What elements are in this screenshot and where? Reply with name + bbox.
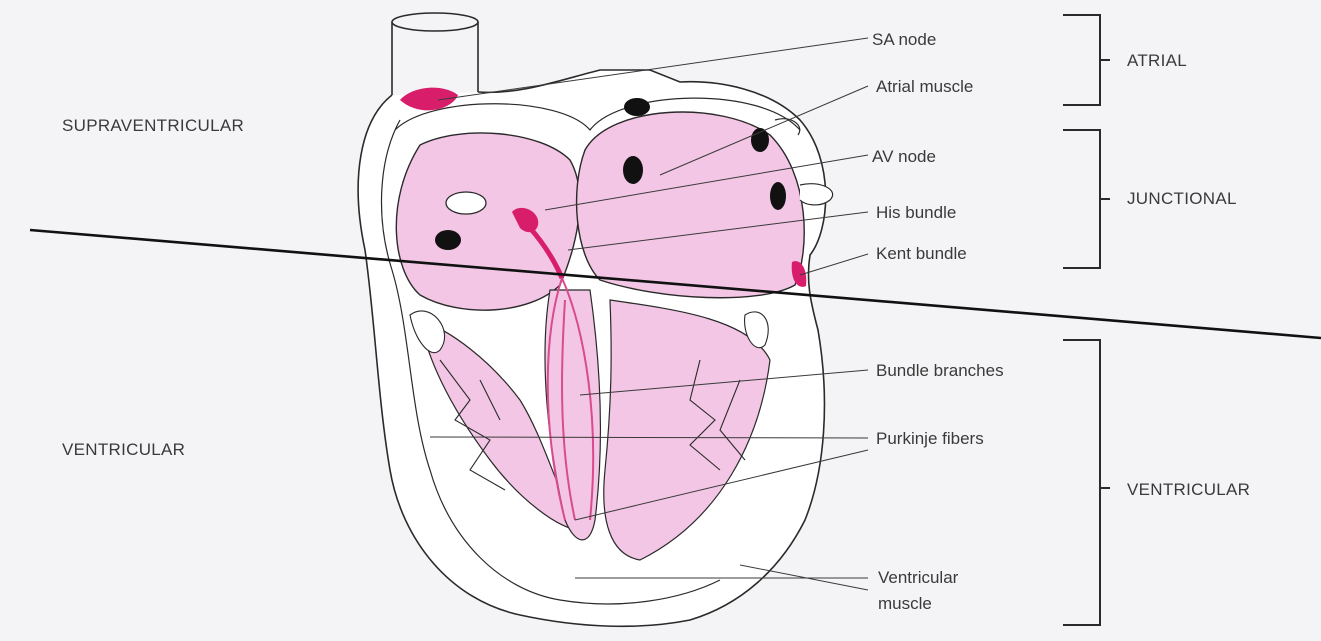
vein-opening xyxy=(770,182,786,210)
label-purkinje-fibers: Purkinje fibers xyxy=(876,429,984,449)
aorta xyxy=(392,13,478,95)
label-bundle-branches: Bundle branches xyxy=(876,361,1004,381)
label-sa-node: SA node xyxy=(872,30,936,50)
right-atrium xyxy=(396,133,579,310)
category-label-atrial: ATRIAL xyxy=(1127,51,1187,71)
coronary-sinus-opening xyxy=(446,192,486,214)
vein-opening xyxy=(435,230,461,250)
label-ventricular-muscle-line1: Ventricular xyxy=(878,568,958,588)
vein-opening xyxy=(751,128,769,152)
label-his-bundle: His bundle xyxy=(876,203,956,223)
label-atrial-muscle: Atrial muscle xyxy=(876,77,973,97)
pulmonary-vein-stub xyxy=(800,184,833,205)
label-ventricular-muscle-line2: muscle xyxy=(878,594,932,614)
atrial-bracket xyxy=(1063,15,1110,105)
region-label-ventricular: VENTRICULAR xyxy=(62,440,185,460)
label-av-node: AV node xyxy=(872,147,936,167)
vein-opening xyxy=(624,98,650,116)
ventricular-bracket xyxy=(1063,340,1110,625)
label-kent-bundle: Kent bundle xyxy=(876,244,967,264)
vein-opening xyxy=(623,156,643,184)
category-label-junctional: JUNCTIONAL xyxy=(1127,189,1237,209)
left-atrium xyxy=(577,112,805,298)
region-label-supraventricular: SUPRAVENTRICULAR xyxy=(62,116,244,136)
category-label-ventricular: VENTRICULAR xyxy=(1127,480,1250,500)
junctional-bracket xyxy=(1063,130,1110,268)
